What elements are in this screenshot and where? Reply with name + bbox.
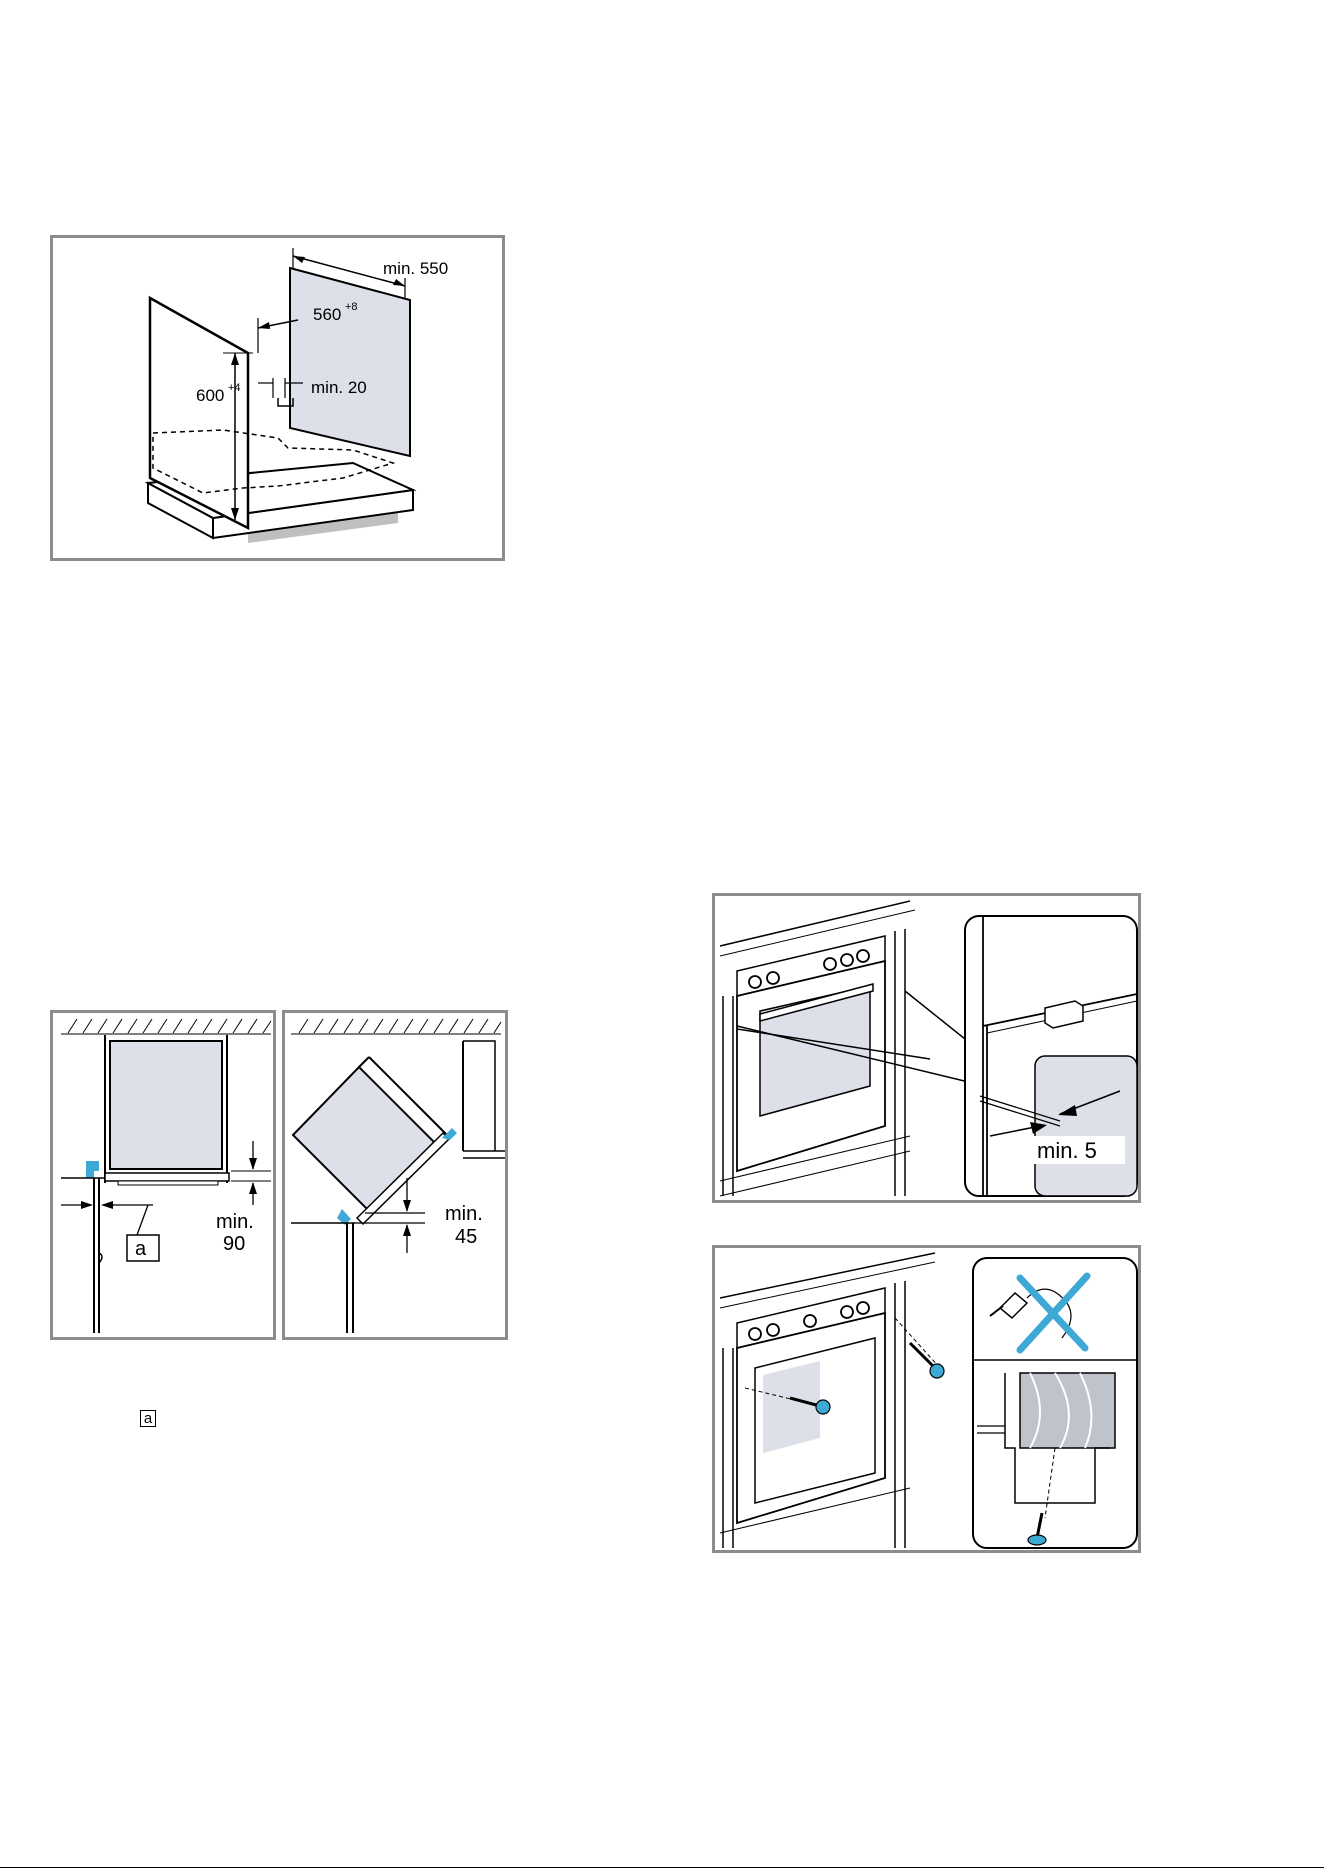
footer-rule: [0, 1867, 1324, 1868]
corner-installation-figure: a min. 90: [50, 1010, 276, 1340]
angled-gap-min-label: min.: [445, 1203, 483, 1225]
cabinet-dimensions-figure: min. 550 560 +8 600 +4 min. 20: [50, 235, 505, 561]
dim-gap-label: min. 20: [311, 378, 367, 397]
corner-angled-drawing: min. 45: [285, 1013, 508, 1340]
corner-gap-callout: a: [135, 1238, 147, 1260]
dim-depth-label: min. 550: [383, 259, 448, 278]
corner-gap-min-label: min.: [216, 1211, 254, 1233]
dim-height-tolerance: +4: [228, 382, 241, 394]
corner-angled-figure: min. 45: [282, 1010, 508, 1340]
oven-screw-drawing: [715, 1248, 1141, 1553]
dim-width-label: 560: [313, 305, 341, 324]
oven-gap-drawing: min. 5: [715, 896, 1141, 1203]
dim-height-label: 600: [196, 386, 224, 405]
cabinet-drawing: min. 550 560 +8 600 +4 min. 20: [53, 238, 505, 561]
oven-gap-figure: min. 5: [712, 893, 1141, 1203]
corner-drawing: a min. 90: [53, 1013, 276, 1340]
oven-gap-label: min. 5: [1037, 1138, 1097, 1163]
legend-callout-a: a: [140, 1410, 156, 1427]
oven-screw-figure: [712, 1245, 1141, 1553]
screw-icon: [910, 1343, 944, 1378]
corner-gap-value: 90: [223, 1233, 245, 1255]
angled-gap-value: 45: [455, 1226, 477, 1248]
dim-width-tolerance: +8: [345, 301, 358, 313]
